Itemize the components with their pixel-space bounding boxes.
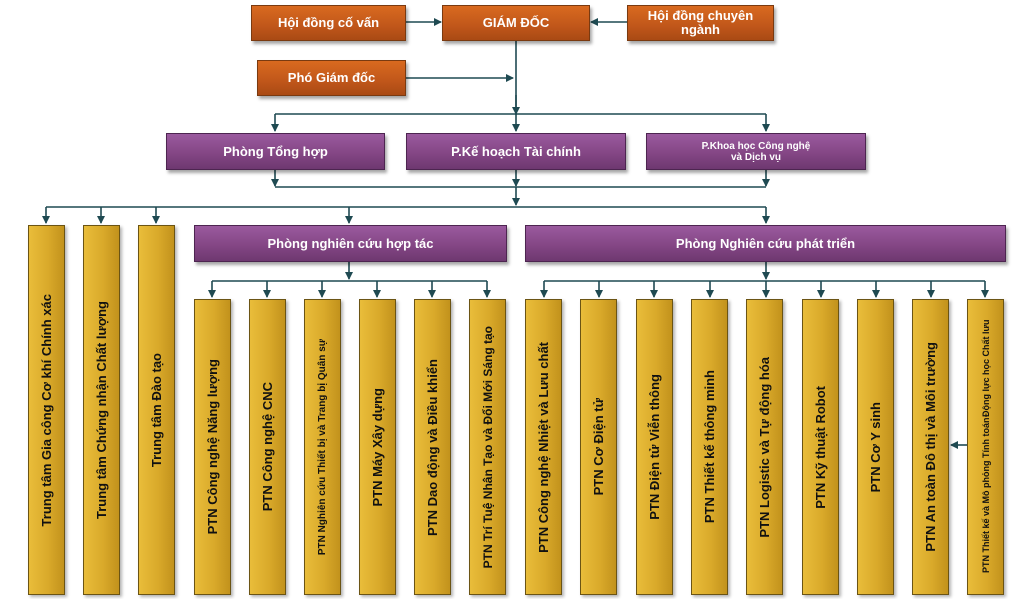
cooperation-lab-label: PTN Công nghệ CNC <box>260 382 275 512</box>
dept-finance-box[interactable]: P.Kế hoạch Tài chính <box>406 133 626 170</box>
development-dept-box[interactable]: Phòng Nghiên cứu phát triển <box>525 225 1006 262</box>
development-lab-label: PTN An toàn Đô thị và Môi trường <box>923 342 938 552</box>
development-drops <box>540 281 989 298</box>
cooperation-dept-box[interactable]: Phòng nghiên cứu hợp tác <box>194 225 507 262</box>
development-lab-label: PTN Cơ Y sinh <box>868 401 883 493</box>
development-lab-box[interactable]: PTN Thiết kế thông minh <box>691 299 728 595</box>
development-lab-box[interactable]: PTN Thiết kế và Mô phỏng Tính toán Động … <box>967 299 1004 595</box>
development-lab-box[interactable]: PTN Logistic và Tự động hóa <box>746 299 783 595</box>
development-lab-label: PTN Điện tử Viễn thông <box>647 374 662 520</box>
cooperation-lab-box[interactable]: PTN Công nghệ Năng lượng <box>194 299 231 595</box>
dept-science-label-line1: P.Khoa học Công nghệ <box>701 140 811 152</box>
cooperation-lab-box[interactable]: PTN Dao động và Điều khiển <box>414 299 451 595</box>
cooperation-lab-box[interactable]: PTN Nghiên cứu Thiết bị và Trang bị Quân… <box>304 299 341 595</box>
deputy-director-label: Phó Giám đốc <box>287 70 376 85</box>
cooperation-lab-label: PTN Trí Tuệ Nhân Tạo và Đổi Mới Sáng tạo <box>480 325 495 569</box>
development-lab-label: PTN Cơ Điện tử <box>591 398 606 496</box>
cooperation-drops <box>208 281 491 298</box>
dept-science-label-line2: và Dịch vụ <box>730 151 782 163</box>
specialist-council-label-line2: ngành <box>681 22 720 37</box>
development-lab-label-line2: Động lực học Chất lưu <box>980 320 991 419</box>
cooperation-lab-label: PTN Nghiên cứu Thiết bị và Trang bị Quân… <box>317 338 328 556</box>
development-lab-label: PTN Kỹ thuật Robot <box>813 385 828 509</box>
development-lab-box[interactable]: PTN Kỹ thuật Robot <box>802 299 839 595</box>
specialist-council-box[interactable]: Hội đồng chuyên ngành <box>627 5 774 41</box>
cooperation-lab-label: PTN Dao động và Điều khiển <box>425 358 440 536</box>
development-lab-label: PTN Thiết kế và Mô phỏng Tính toán Động … <box>981 320 991 573</box>
deputy-director-box[interactable]: Phó Giám đốc <box>257 60 406 96</box>
center-box[interactable]: Trung tâm Đào tạo <box>138 225 175 595</box>
cooperation-lab-box[interactable]: PTN Trí Tuệ Nhân Tạo và Đổi Mới Sáng tạo <box>469 299 506 595</box>
development-lab-box[interactable]: PTN Công nghệ Nhiệt và Lưu chất <box>525 299 562 595</box>
dept-general-box[interactable]: Phòng Tổng hợp <box>166 133 385 170</box>
director-box[interactable]: GIÁM ĐỐC <box>442 5 590 41</box>
development-lab-label: PTN Công nghệ Nhiệt và Lưu chất <box>536 341 551 553</box>
development-dept-label: Phòng Nghiên cứu phát triển <box>675 236 856 251</box>
center-box[interactable]: Trung tâm Chứng nhận Chất lượng <box>83 225 120 595</box>
advisory-council-box[interactable]: Hội đồng cố vấn <box>251 5 406 41</box>
center-label: Trung tâm Đào tạo <box>149 352 164 468</box>
development-lab-box[interactable]: PTN Điện tử Viễn thông <box>636 299 673 595</box>
director-label: GIÁM ĐỐC <box>482 15 550 30</box>
cooperation-lab-label: PTN Công nghệ Năng lượng <box>205 359 220 535</box>
cooperation-lab-box[interactable]: PTN Công nghệ CNC <box>249 299 286 595</box>
development-lab-box[interactable]: PTN Cơ Y sinh <box>857 299 894 595</box>
development-lab-label: PTN Logistic và Tự động hóa <box>757 356 772 538</box>
center-box[interactable]: Trung tâm Gia công Cơ khí Chính xác <box>28 225 65 595</box>
center-label: Trung tâm Gia công Cơ khí Chính xác <box>39 293 54 527</box>
cooperation-lab-label: PTN Máy Xây dựng <box>370 387 385 507</box>
center-label: Trung tâm Chứng nhận Chất lượng <box>94 301 109 519</box>
development-lab-box[interactable]: PTN Cơ Điện tử <box>580 299 617 595</box>
advisory-council-label: Hội đồng cố vấn <box>277 15 380 30</box>
dept-science-box[interactable]: P.Khoa học Công nghệ và Dịch vụ <box>646 133 866 170</box>
specialist-council-label-line1: Hội đồng chuyên <box>647 8 754 23</box>
cooperation-dept-label: Phòng nghiên cứu hợp tác <box>267 236 434 251</box>
development-lab-label-line1: PTN Thiết kế và Mô phỏng Tính toán <box>980 418 991 574</box>
development-lab-label: PTN Thiết kế thông minh <box>702 370 717 524</box>
cooperation-lab-box[interactable]: PTN Máy Xây dựng <box>359 299 396 595</box>
development-lab-box[interactable]: PTN An toàn Đô thị và Môi trường <box>912 299 949 595</box>
dept-finance-label: P.Kế hoạch Tài chính <box>451 144 581 159</box>
dept-general-label: Phòng Tổng hợp <box>223 144 328 159</box>
